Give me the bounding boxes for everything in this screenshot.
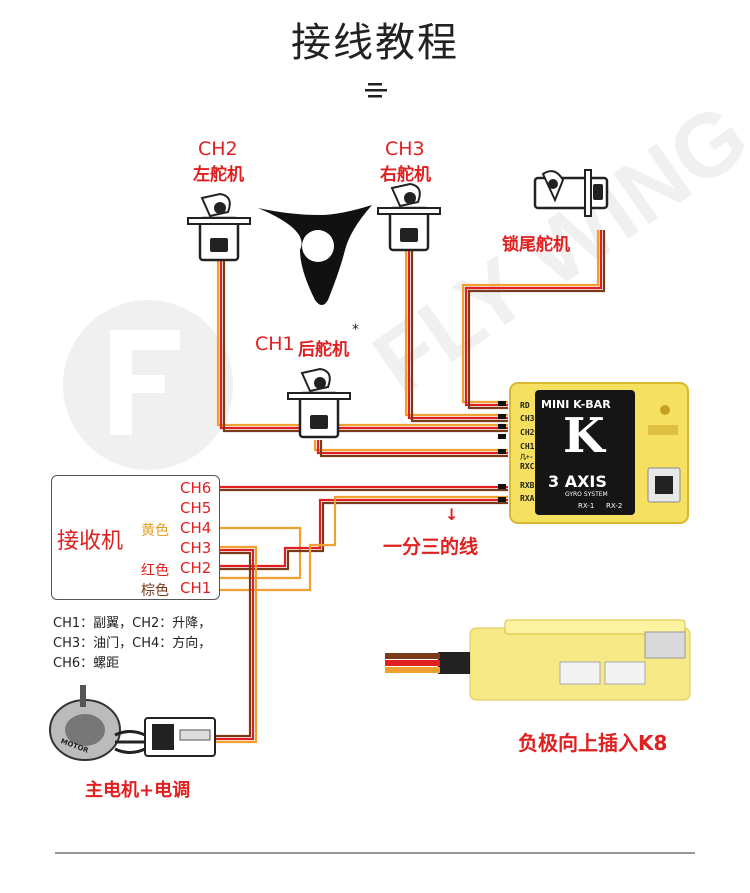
receiver-title: 接收机: [57, 529, 124, 554]
k8-pin-ch3: CH3: [520, 414, 535, 423]
servo-ch1-mark: *: [352, 322, 359, 338]
servo-ch3-name: 右舵机: [380, 165, 431, 185]
k8-side-view: [385, 619, 691, 701]
k8-rx1: RX-1: [578, 502, 595, 510]
receiver-wires: [215, 485, 508, 744]
motor-label: 主电机+电调: [85, 780, 191, 801]
k8-gyro: GYRO SYSTEM: [565, 491, 608, 498]
motor-esc-icon: [49, 685, 216, 761]
insert-note: 负极向上插入K8: [518, 731, 668, 755]
receiver-ch4: CH4: [180, 519, 212, 537]
receiver-ch2: CH2: [180, 559, 212, 577]
legend-line-3: CH6：螺距: [53, 656, 120, 671]
receiver-color-red: 红色: [141, 563, 169, 579]
k8-rx2: RX-2: [606, 502, 623, 510]
servo-ch1-icon: [287, 367, 351, 439]
servo-ch3-icon: [377, 182, 441, 252]
receiver-color-brown: 棕色: [141, 583, 169, 599]
k8-pin-ch1: CH1: [520, 442, 535, 451]
splitter-arrow-icon: ↓: [445, 505, 459, 524]
servo-ch2-icon: [187, 192, 251, 262]
servo-tail-name: 锁尾舵机: [502, 235, 570, 255]
servo-ch2-name: 左舵机: [193, 165, 244, 185]
splitter-label: 一分三的线: [383, 536, 479, 558]
k8-letter: K: [563, 408, 605, 464]
k8-pin-aux: 几+-: [520, 454, 534, 461]
k8-axis: 3 AXIS: [548, 472, 607, 491]
k8-pin-rxb: RXB: [520, 481, 535, 490]
servo-ch2-channel: CH2: [198, 138, 238, 160]
servo-ch1-name: 后舵机: [298, 340, 349, 360]
receiver-ch1: CH1: [180, 579, 212, 597]
menu-icon: [365, 83, 387, 98]
k8-label-top: MINI K-BAR: [541, 398, 611, 411]
servo-ch3-channel: CH3: [385, 138, 425, 160]
watermark-logo: [63, 300, 233, 470]
k8-pin-rxc: RXC: [520, 462, 535, 471]
k8-module: [498, 382, 689, 524]
swashplate-icon: [258, 205, 372, 305]
servo-tail-icon: [533, 169, 609, 217]
servo-wires: [216, 230, 606, 458]
receiver-box: [51, 475, 220, 600]
receiver-ch3: CH3: [180, 539, 212, 557]
legend-line-2: CH3：油门，CH4：方向，: [53, 636, 212, 651]
servo-ch1-channel: CH1: [255, 333, 295, 355]
k8-pin-ch2: CH2: [520, 428, 535, 437]
page-title: 接线教程: [291, 20, 459, 66]
legend-line-1: CH1：副翼，CH2：升降，: [53, 616, 212, 631]
receiver-ch5: CH5: [180, 499, 212, 517]
k8-pin-rxa: RXA: [520, 494, 535, 503]
k8-pin-rd: RD: [520, 401, 530, 410]
bottom-divider: [55, 852, 695, 854]
receiver-ch6: CH6: [180, 479, 212, 497]
receiver-color-yellow: 黄色: [141, 523, 169, 539]
